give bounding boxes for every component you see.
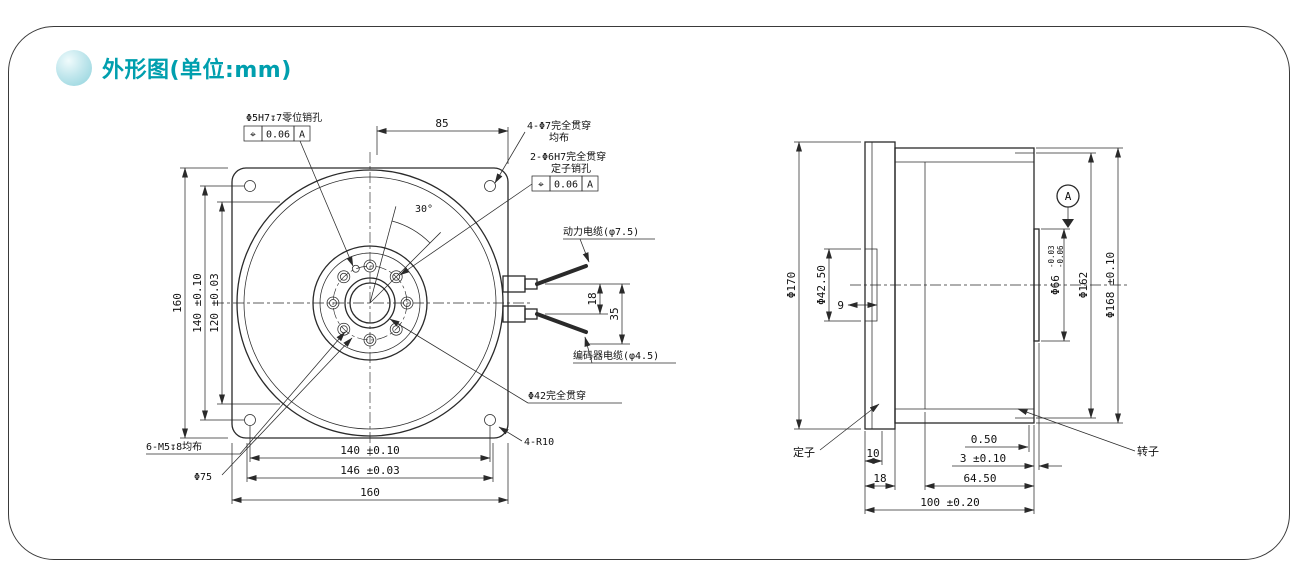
dim-10: 10: [864, 431, 883, 465]
fcf2-datum: A: [587, 180, 593, 191]
fcf2-tolerance: 0.06: [554, 180, 578, 191]
dim-160-bottom-label: 160: [360, 486, 380, 499]
pins2-label-line2: 定子销孔: [551, 162, 591, 175]
phi66-label-group: Φ66 -0.03 -0.06: [1047, 245, 1065, 295]
phi75-leader: [221, 337, 353, 476]
centerlines: [213, 152, 532, 456]
dim-3: 3 ±0.10: [952, 343, 1062, 470]
fcf2-symbol: ⌖: [538, 180, 544, 191]
bottom-dims: 140 ±0.10 146 ±0.03 160: [231, 426, 509, 504]
stator-leader: [819, 403, 880, 451]
dim-0-5: 0.50: [965, 425, 1030, 452]
rotor-leader: [1017, 408, 1136, 452]
r10-leader: [498, 426, 523, 442]
rotor-label: 转子: [1137, 444, 1159, 458]
angle-30deg: 30°: [369, 204, 441, 304]
fcf1-tolerance: 0.06: [266, 130, 290, 141]
dim-120-left-label: 120 ±0.03: [208, 273, 221, 333]
stator-label: 定子: [793, 445, 815, 459]
front-view: 30° Φ5H7↧7零位销孔 ⌖ 0.06 A 85 4-Φ7完全贯穿 均布 2…: [146, 111, 676, 504]
power-cable-leader: [579, 238, 590, 263]
dim-85: 85: [376, 117, 509, 164]
pins2-label-line1: 2-Φ6H7完全贯穿: [530, 150, 606, 163]
side-left-dims: Φ170 Φ42.50 9: [785, 141, 878, 430]
left-dims: 160 140 ±0.10 120 ±0.03: [171, 167, 280, 439]
dim-100-label: 100 ±0.20: [920, 496, 980, 509]
power-cable: [535, 264, 588, 286]
power-cable-label: 动力电缆(φ7.5): [563, 225, 639, 238]
bolt-holes: [326, 259, 414, 347]
flange-side-outline: [864, 141, 896, 430]
phi168-label: Φ168 ±0.10: [1104, 252, 1117, 318]
holes4-label-line1: 4-Φ7完全贯穿: [527, 119, 591, 132]
dim-140-left-label: 140 ±0.10: [191, 273, 204, 333]
body-circles: [236, 169, 504, 437]
dim-64-5-label: 64.50: [963, 472, 996, 485]
dim-35-label: 35: [608, 307, 621, 320]
phi162-label: Φ162: [1077, 272, 1090, 299]
dim-9-label: 9: [837, 299, 844, 312]
datum-a-label: A: [1065, 190, 1072, 203]
phi42-5-label: Φ42.50: [815, 265, 828, 305]
section-bullet-icon: [56, 50, 92, 86]
dim-85-label: 85: [435, 117, 448, 130]
encoder-cable-leader: [584, 336, 593, 364]
pins2-leader: [399, 183, 533, 276]
fcf1-datum: A: [299, 130, 305, 141]
corner-hole: [244, 414, 256, 426]
angle-30-label: 30°: [415, 204, 433, 215]
dim-64-5: 64.50: [924, 412, 1035, 490]
zero-pin-hole: [351, 264, 360, 273]
dim-100: 100 ±0.20: [864, 425, 1035, 514]
zero-pin-leader: [299, 140, 354, 267]
phi66-tol-upper: -0.03: [1047, 245, 1056, 268]
title-row: 外形图(单位:mm): [56, 50, 292, 86]
dim-cable-spacing: 18 35: [545, 283, 630, 345]
side-right-dims: Φ66 -0.03 -0.06 Φ162 Φ168 ±0.10: [1036, 147, 1123, 424]
phi170-label: Φ170: [785, 272, 798, 299]
m5-leader: [239, 331, 346, 455]
phi66-tol-lower: -0.06: [1056, 245, 1065, 268]
cable-glands: [502, 264, 588, 334]
side-view: A Φ170 Φ42.50 9 Φ66 -0.03 -0.06: [785, 141, 1159, 514]
holes4-label-line2: 均布: [549, 132, 569, 144]
holes4-leader: [494, 131, 526, 184]
phi42-label: Φ42完全贯穿: [528, 389, 586, 402]
page-title: 外形图(单位:mm): [102, 58, 292, 83]
phi75-label: Φ75: [194, 472, 212, 483]
power-cable-gland: [502, 275, 526, 293]
datum-a-symbol: A: [1056, 184, 1080, 228]
feature-control-frame-1: ⌖ 0.06 A: [243, 125, 311, 142]
body-side-outline: [894, 147, 1035, 424]
dim-18-label: 18: [586, 292, 599, 305]
corner-hole: [244, 180, 256, 192]
phi42-leader: [389, 318, 529, 404]
corner-hole: [484, 180, 496, 192]
encoder-cable: [535, 312, 588, 334]
dim-3-label: 3 ±0.10: [960, 452, 1006, 465]
dim-18-side: 18: [864, 426, 896, 514]
dim-140-bottom-label: 140 ±0.10: [340, 444, 400, 457]
dim-146-bottom-label: 146 ±0.03: [340, 464, 400, 477]
zero-pin-label: Φ5H7↧7零位销孔: [246, 111, 322, 124]
dim-160-left-label: 160: [171, 293, 184, 313]
encoder-cable-gland: [502, 305, 526, 323]
corner-hole: [484, 414, 496, 426]
m5-label: 6-M5↧8均布: [146, 441, 202, 453]
dim-10-label: 10: [866, 447, 879, 460]
phi66-label: Φ66: [1049, 275, 1062, 295]
datum-triangle-icon: [1062, 219, 1074, 228]
fcf1-symbol: ⌖: [250, 130, 256, 141]
dim-0-5-label: 0.50: [971, 433, 998, 446]
r10-label: 4-R10: [524, 437, 554, 448]
feature-control-frame-2: ⌖ 0.06 A: [531, 175, 599, 192]
encoder-cable-label: 编码器电缆(φ4.5): [573, 349, 659, 362]
dim-18-side-label: 18: [873, 472, 886, 485]
